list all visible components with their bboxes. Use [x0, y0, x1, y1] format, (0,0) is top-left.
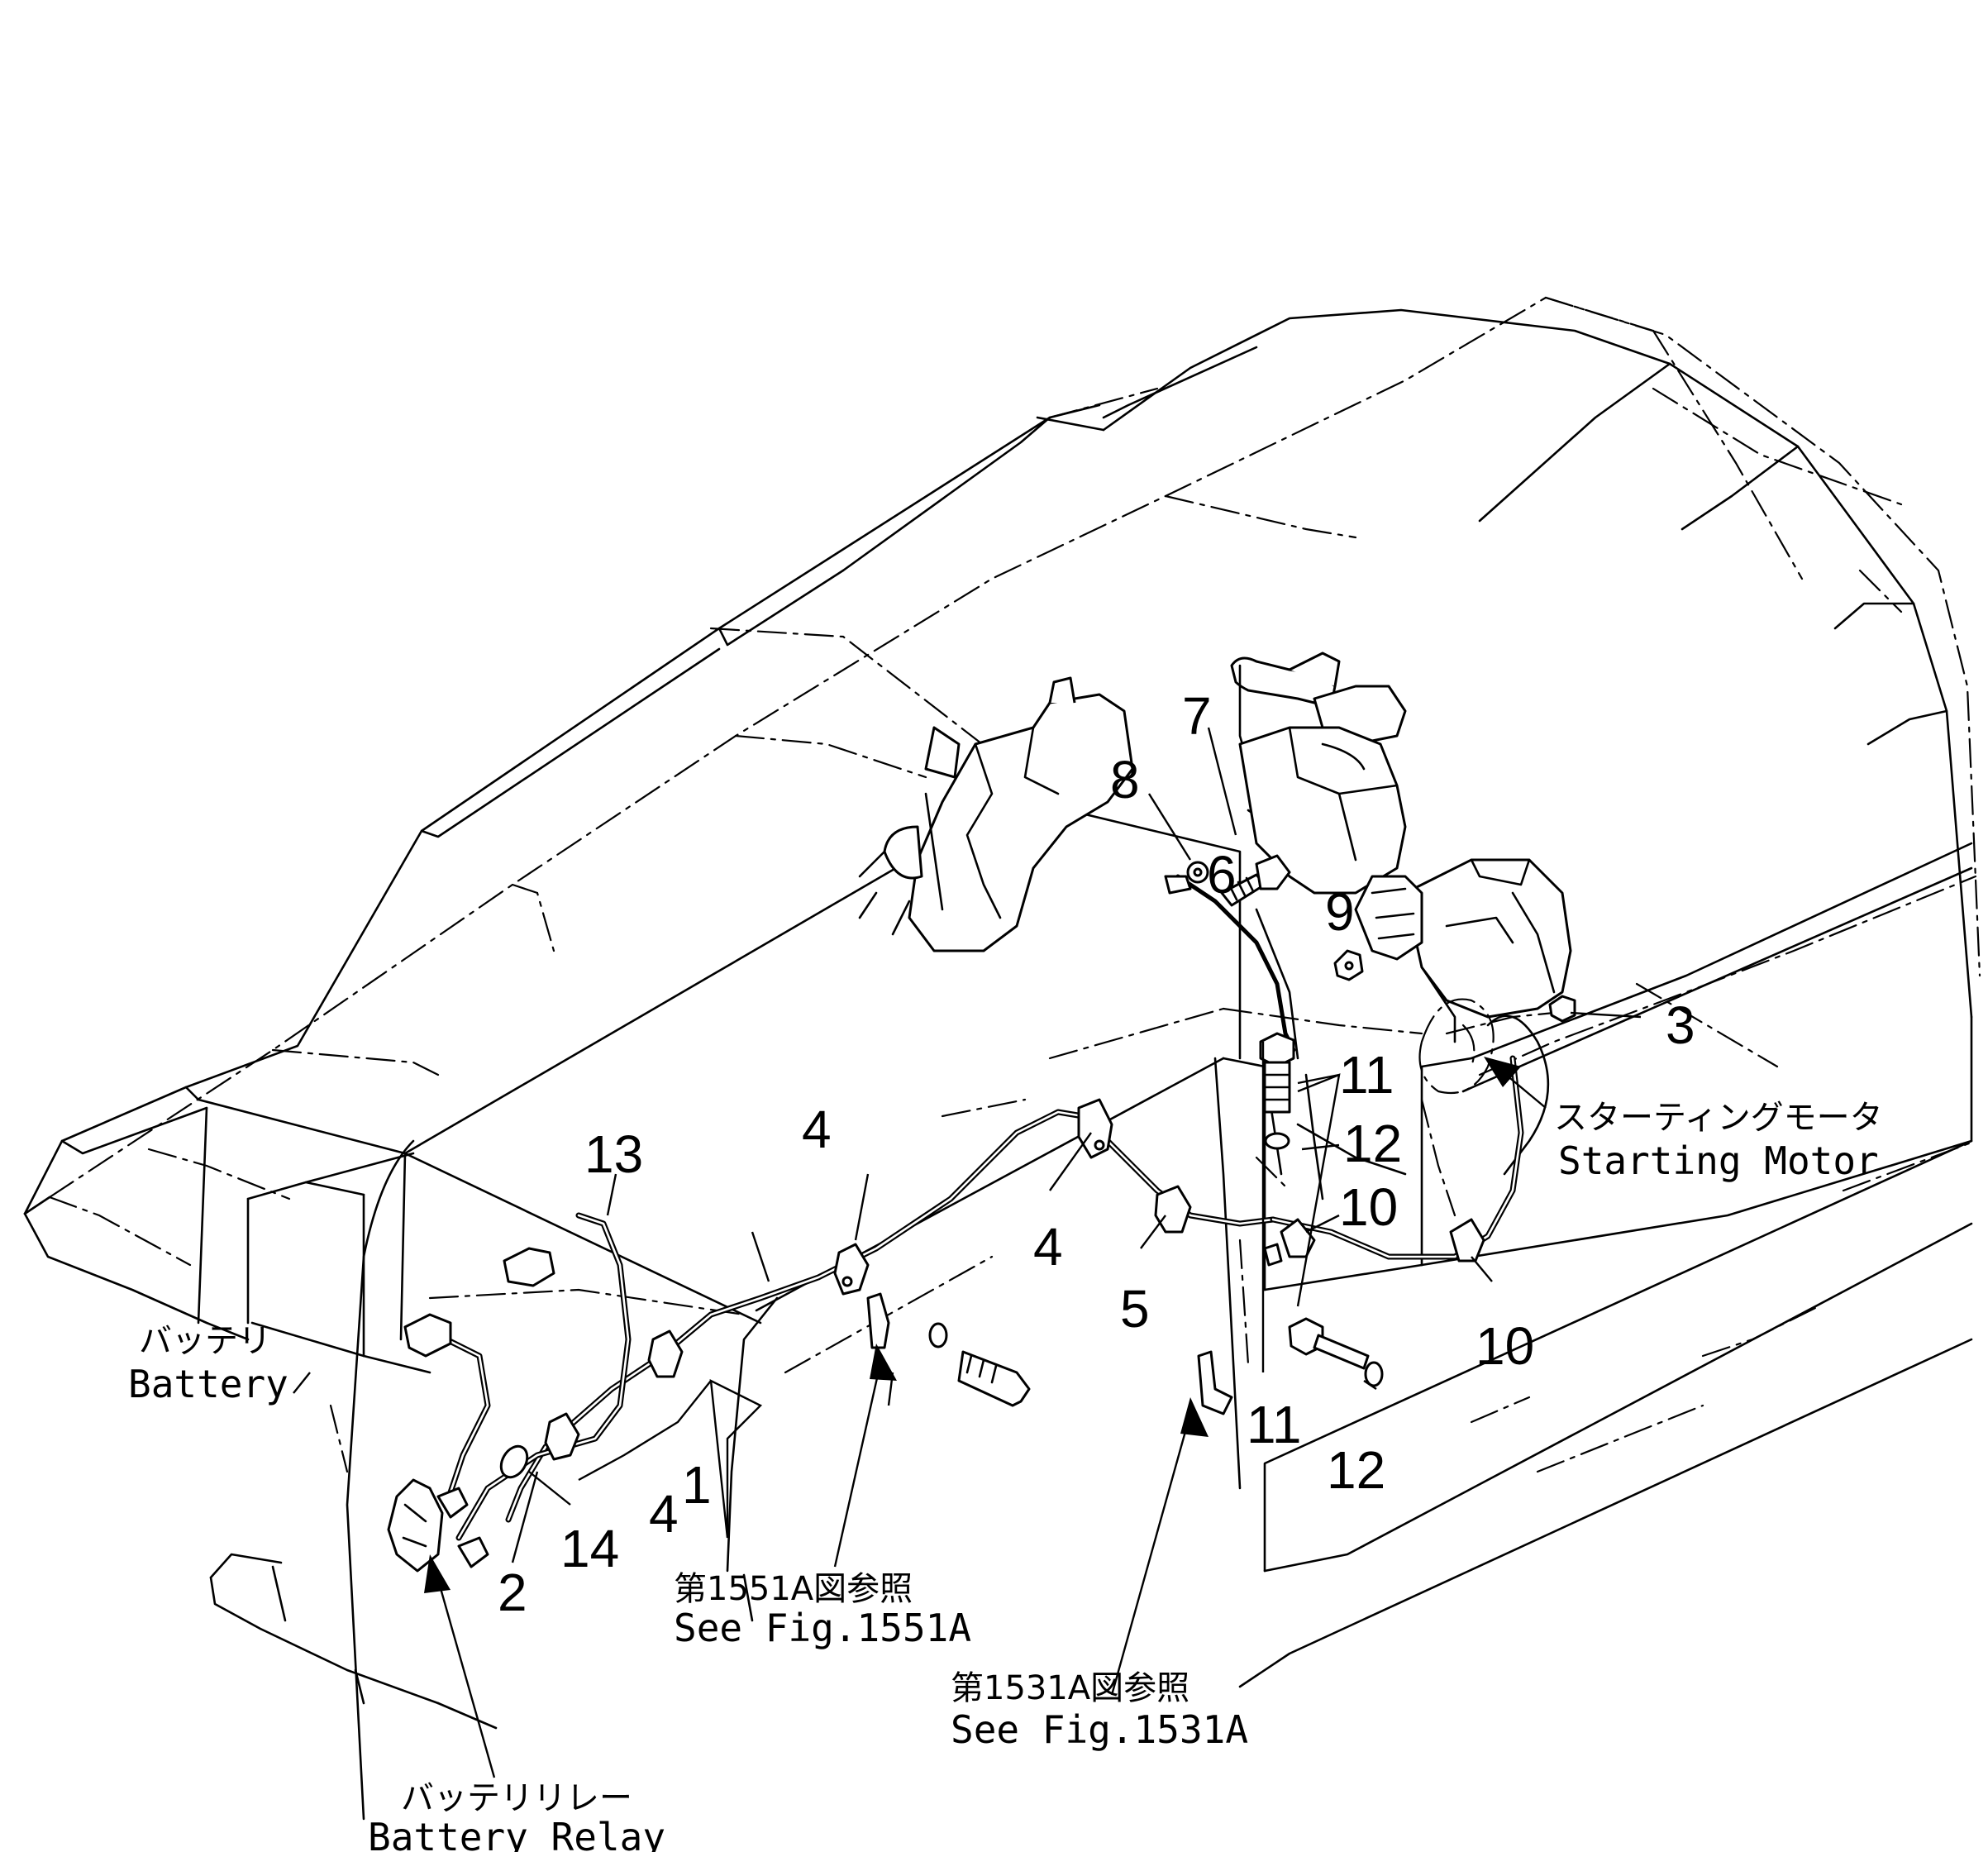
clamp-4c	[544, 1329, 684, 1461]
engine-assembly	[858, 652, 1572, 1217]
terminal-6	[1164, 875, 1192, 895]
callout-4-middle: 4	[1033, 1217, 1063, 1277]
bracket-1531a	[1197, 1350, 1233, 1415]
callout-13: 13	[584, 1124, 643, 1184]
callout-11-upper: 11	[1339, 1045, 1394, 1105]
washer-12b	[1364, 1361, 1384, 1387]
bolt-7	[1220, 854, 1291, 907]
callout-1: 1	[682, 1455, 712, 1515]
nut-9	[1333, 949, 1364, 981]
callout-4-lower: 4	[649, 1484, 679, 1544]
callout-4-upper: 4	[802, 1100, 832, 1159]
machine-body-outline	[23, 308, 1973, 1821]
battery-label-jp: バッテリ	[139, 1322, 271, 1360]
clamp-10b	[1449, 1218, 1485, 1263]
callout-numbers: 1 2 3 4 4 4 5 6 7 8 9 10 10 11 11 12 12 …	[498, 686, 1695, 1622]
washer-12a	[1264, 1132, 1290, 1150]
battery-relay	[387, 1478, 444, 1573]
battery-relay-label-en: Battery Relay	[368, 1815, 665, 1852]
bolt-11a	[1259, 1032, 1295, 1114]
clamp-10a	[1263, 1218, 1316, 1267]
clamp-5	[1154, 1185, 1192, 1234]
bracket-1551a	[784, 1255, 1031, 1407]
washer-8	[1186, 861, 1209, 884]
callout-14: 14	[560, 1519, 619, 1578]
callout-2: 2	[498, 1563, 527, 1622]
starting-motor-label-jp: スターティングモータ	[1554, 1099, 1883, 1137]
clamp-4a	[833, 1243, 870, 1296]
ref-1531a-label-jp: 第1531A図参照	[951, 1669, 1189, 1707]
callout-9: 9	[1325, 882, 1355, 942]
callout-6: 6	[1207, 845, 1237, 905]
bolt-11b	[1288, 1317, 1370, 1370]
ref-1551a-label-en: See Fig.1551A	[674, 1606, 971, 1650]
hidden-lines	[48, 296, 1981, 1473]
hardware	[387, 854, 1576, 1573]
ref-1531a-label-en: See Fig.1531A	[951, 1707, 1248, 1752]
battery-relay-label-jp: バッテリリレー	[401, 1779, 632, 1817]
clamp-14	[499, 1444, 529, 1479]
leader-lines	[293, 727, 1642, 1778]
battery-terminals	[403, 1247, 555, 1568]
callout-10-upper: 10	[1339, 1177, 1398, 1237]
callout-7: 7	[1182, 686, 1212, 746]
text-labels: バッテリ Battery バッテリリレー Battery Relay スターティ…	[128, 1099, 1883, 1852]
callout-3: 3	[1666, 995, 1695, 1055]
clamp-4b	[1077, 1098, 1113, 1159]
starting-motor-label-en: Starting Motor	[1558, 1138, 1879, 1183]
callout-10-lower: 10	[1476, 1316, 1534, 1376]
battery-label-en: Battery	[128, 1362, 288, 1406]
cable-13	[455, 1212, 632, 1541]
callout-12-lower: 12	[1327, 1440, 1385, 1500]
ref-1551a-label-jp: 第1551A図参照	[674, 1570, 913, 1608]
nut-3	[1548, 995, 1576, 1023]
callout-12-upper: 12	[1343, 1114, 1402, 1173]
callout-5: 5	[1120, 1279, 1150, 1339]
callout-8: 8	[1110, 750, 1140, 809]
callout-11-lower: 11	[1247, 1395, 1301, 1454]
